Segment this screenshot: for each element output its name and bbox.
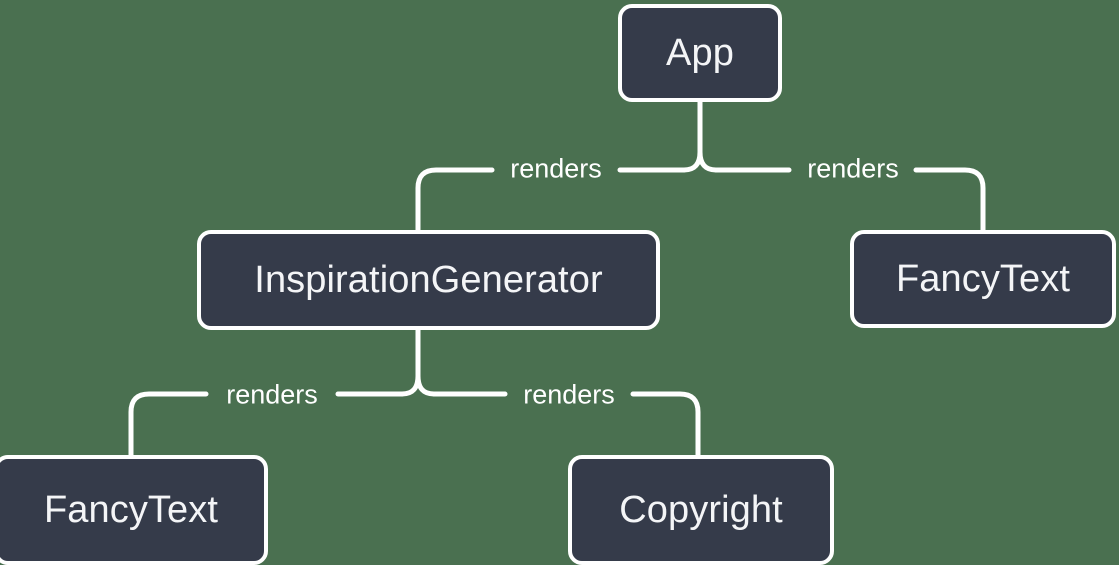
node-app-label: App [666,32,734,74]
node-inspiration-generator-label: InspirationGenerator [254,259,603,301]
edge-app-to-fancytext-right-elbow [913,167,986,233]
edge-inspirationgenerator-to-fancytext-left-elbow [128,391,209,458]
edge-label-inspiration-generator-to-copyright: renders [523,379,615,410]
edge-label-inspiration-generator-to-fancytext-left: renders [226,379,318,410]
edge-label-app-to-fancytext-right: renders [807,153,899,184]
edge-app-to-inspirationgenerator-elbow [415,167,495,233]
node-fancytext-left-label: FancyText [43,489,219,531]
node-app[interactable]: App [618,4,782,102]
node-fancytext-right[interactable]: FancyText [850,230,1116,328]
node-copyright-label: Copyright [619,489,783,531]
edge-app-stem [681,99,703,173]
edge-inspirationgenerator-stem-right [415,373,437,397]
node-fancytext-left[interactable]: FancyText [0,455,268,565]
edge-app-stem-right [697,149,719,173]
edge-inspirationgenerator-to-copyright-elbow [630,391,701,458]
node-fancytext-right-label: FancyText [895,258,1071,300]
node-inspiration-generator[interactable]: InspirationGenerator [197,230,660,330]
edge-inspirationgenerator-stem [399,327,421,397]
node-copyright[interactable]: Copyright [568,455,834,565]
edge-label-app-to-inspiration-generator: renders [510,153,602,184]
